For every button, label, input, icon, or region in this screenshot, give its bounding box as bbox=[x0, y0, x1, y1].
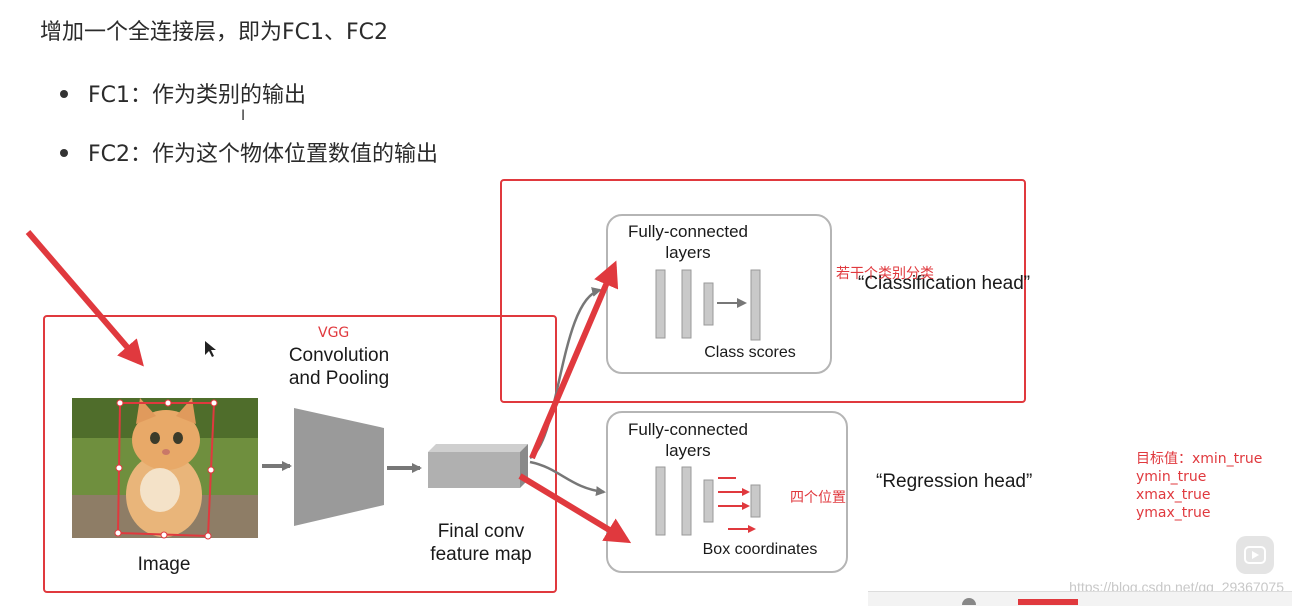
toolbar-red-button[interactable] bbox=[1018, 599, 1078, 605]
fc-reg-line1: Fully-connected bbox=[627, 420, 748, 439]
target-ymax: ymax_true bbox=[1136, 505, 1211, 521]
regression-head-label: “Regression head” bbox=[876, 471, 1033, 492]
fc-regression-layers bbox=[655, 466, 761, 536]
bullet-fc2: FC2：作为这个物体位置数值的输出 bbox=[60, 136, 438, 168]
target-xmax: xmax_true bbox=[1136, 487, 1211, 503]
bullet-fc2-text: FC2：作为这个物体位置数值的输出 bbox=[88, 142, 439, 167]
cat-image bbox=[72, 398, 258, 538]
class-scores-label: Class scores bbox=[704, 344, 796, 361]
conv-pooling-block bbox=[294, 408, 384, 526]
red-pointer-arrow-regression bbox=[518, 473, 632, 544]
conv-label-line2: and Pooling bbox=[288, 368, 390, 389]
bullet-fc1-text: FC1：作为类别的输出 bbox=[88, 83, 307, 108]
target-ymin: ymin_true bbox=[1136, 469, 1207, 485]
feature-map-block bbox=[428, 444, 528, 488]
fc-regression-label: Fully-connected layers bbox=[612, 419, 764, 461]
fc-class-line2: layers bbox=[665, 243, 711, 262]
play-icon bbox=[1244, 546, 1266, 564]
target-title: 目标值：xmin_true bbox=[1136, 451, 1263, 467]
bullet-dot-icon bbox=[60, 149, 68, 157]
fc-classification-box bbox=[606, 214, 832, 374]
conv-label-line1: Convolution bbox=[288, 345, 390, 366]
fc-classification-label: Fully-connected layers bbox=[612, 221, 764, 263]
vgg-note: VGG bbox=[318, 325, 350, 341]
bottom-toolbar bbox=[868, 591, 1292, 606]
fc-reg-line2: layers bbox=[665, 441, 711, 460]
play-button[interactable] bbox=[1236, 536, 1274, 574]
feature-label-line1: Final conv bbox=[437, 521, 525, 542]
toolbar-control-icon[interactable] bbox=[962, 598, 976, 605]
position-arrows bbox=[718, 477, 756, 533]
feature-label-line2: feature map bbox=[430, 544, 532, 565]
feature-map-label: Final conv feature map bbox=[406, 520, 556, 566]
slide-title: 增加一个全连接层，即为FC1、FC2 bbox=[40, 20, 389, 45]
bullet-fc1: FC1：作为类别的输出 bbox=[60, 77, 306, 109]
position-note: 四个位置 bbox=[790, 490, 846, 506]
red-pointer-arrow-image bbox=[25, 230, 144, 367]
backbone-highlight-box bbox=[43, 315, 557, 593]
fc-class-line1: Fully-connected bbox=[627, 222, 748, 241]
red-pointer-arrow-classification bbox=[529, 260, 619, 460]
target-values-note: 目标值：xmin_true ymin_true xmax_true ymax_t… bbox=[1136, 450, 1262, 522]
image-label: Image bbox=[137, 554, 191, 575]
class-count-note: 若干个类别分类 bbox=[836, 266, 934, 282]
classification-head-label: “Classification head” bbox=[858, 273, 1031, 294]
mouse-pointer-icon bbox=[205, 341, 216, 357]
conv-label: Convolution and Pooling bbox=[262, 344, 416, 390]
text-cursor-icon: I bbox=[241, 108, 246, 124]
arrow-to-regression bbox=[529, 460, 606, 497]
cat-bounding-box bbox=[114, 399, 218, 540]
fc-classification-layers bbox=[655, 269, 761, 341]
box-coordinates-label: Box coordinates bbox=[702, 541, 818, 558]
bullet-dot-icon bbox=[60, 90, 68, 98]
classification-highlight-box bbox=[500, 179, 1026, 403]
